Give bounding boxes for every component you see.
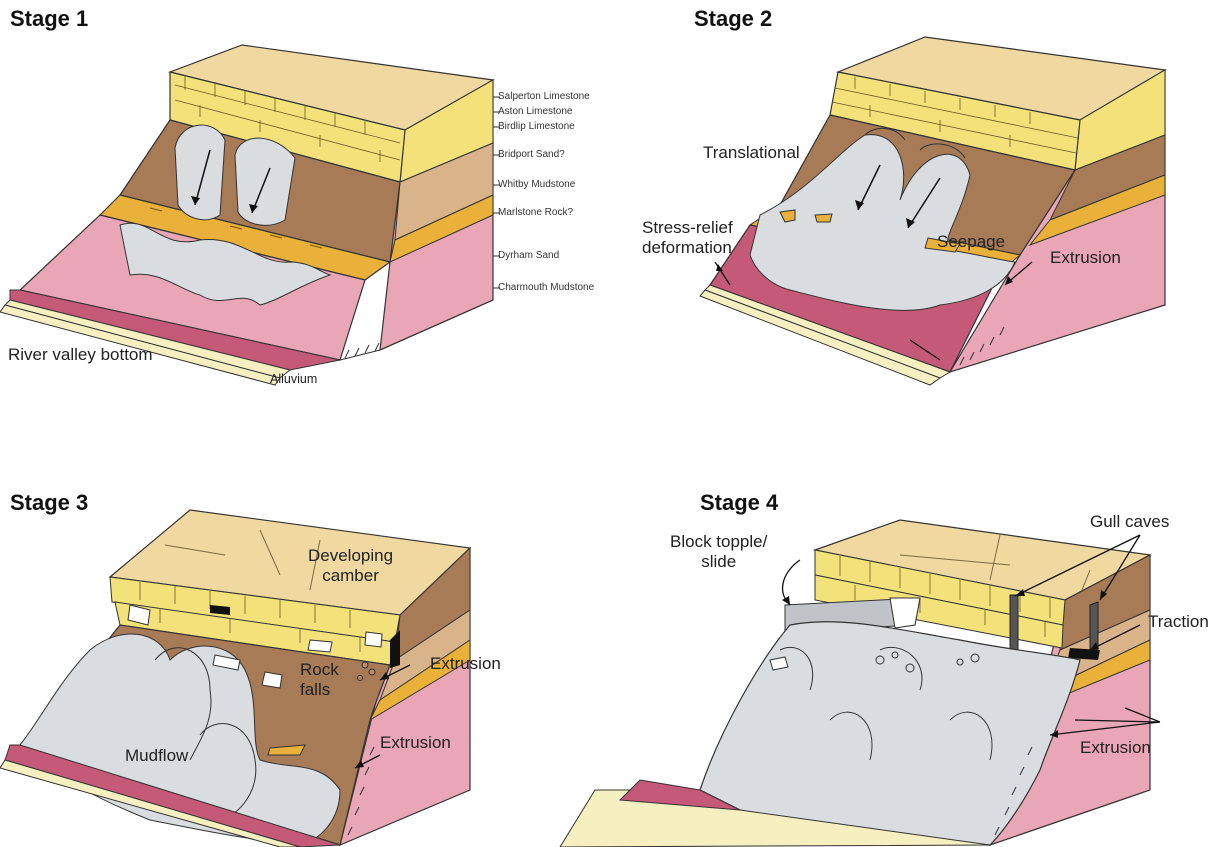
extrusion-label-stage4: Extrusion (1080, 738, 1151, 758)
gull-caves-label: Gull caves (1090, 512, 1169, 532)
block-topple-label: Block topple/ slide (670, 532, 767, 572)
traction-label: Traction (1148, 612, 1209, 632)
block-topple-line1: Block topple/ (670, 532, 767, 552)
block-topple-line2: slide (670, 552, 767, 572)
